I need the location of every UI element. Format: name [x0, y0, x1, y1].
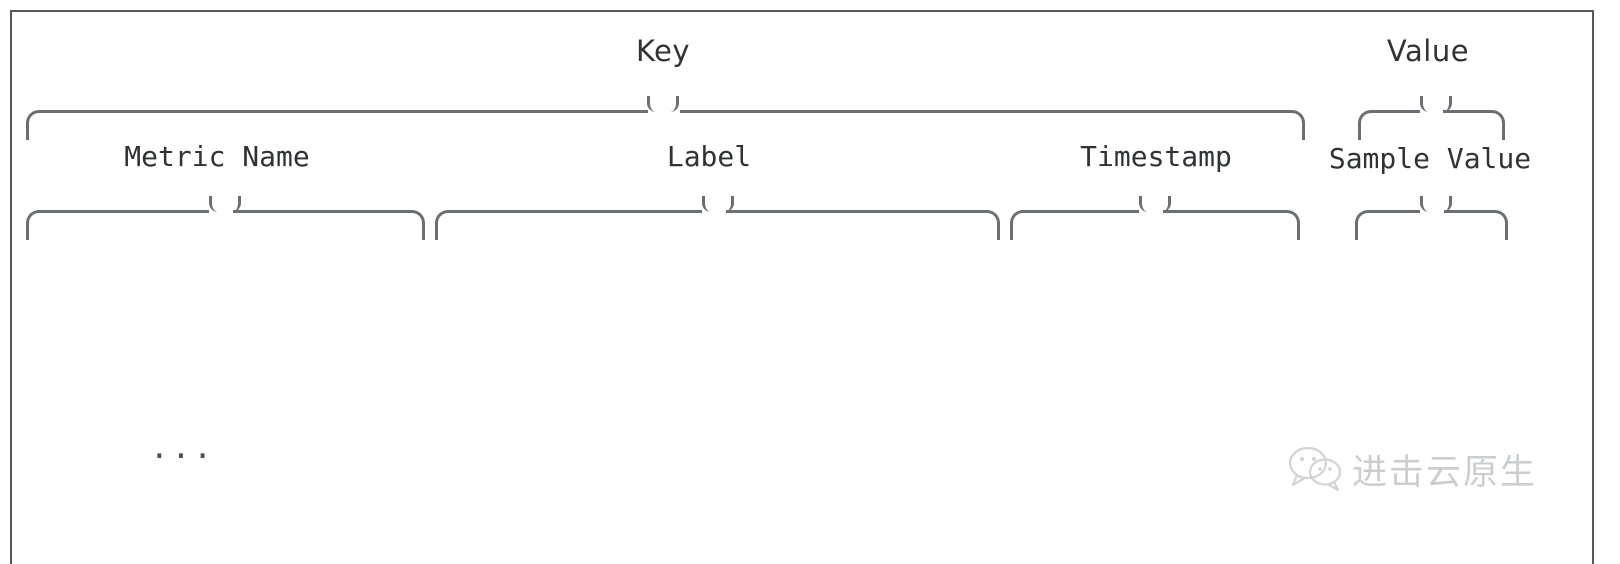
caption-metric-name: Metric Name [124, 140, 310, 173]
listing-row: http_requests_total{status="200",method=… [38, 560, 1495, 564]
caption-label: Label [666, 140, 752, 173]
caption-sample-value: Sample Value [1328, 142, 1532, 175]
listing-ellipsis: ... [38, 382, 1495, 466]
caption-key: Key [635, 34, 691, 68]
figure-frame [10, 10, 1594, 564]
caption-timestamp: Timestamp [1080, 140, 1232, 173]
ellipsis-text: ... [149, 430, 215, 466]
caption-value: Value [1386, 34, 1470, 68]
metric-listing: ... http_requests_total{status="200",met… [38, 248, 1495, 564]
